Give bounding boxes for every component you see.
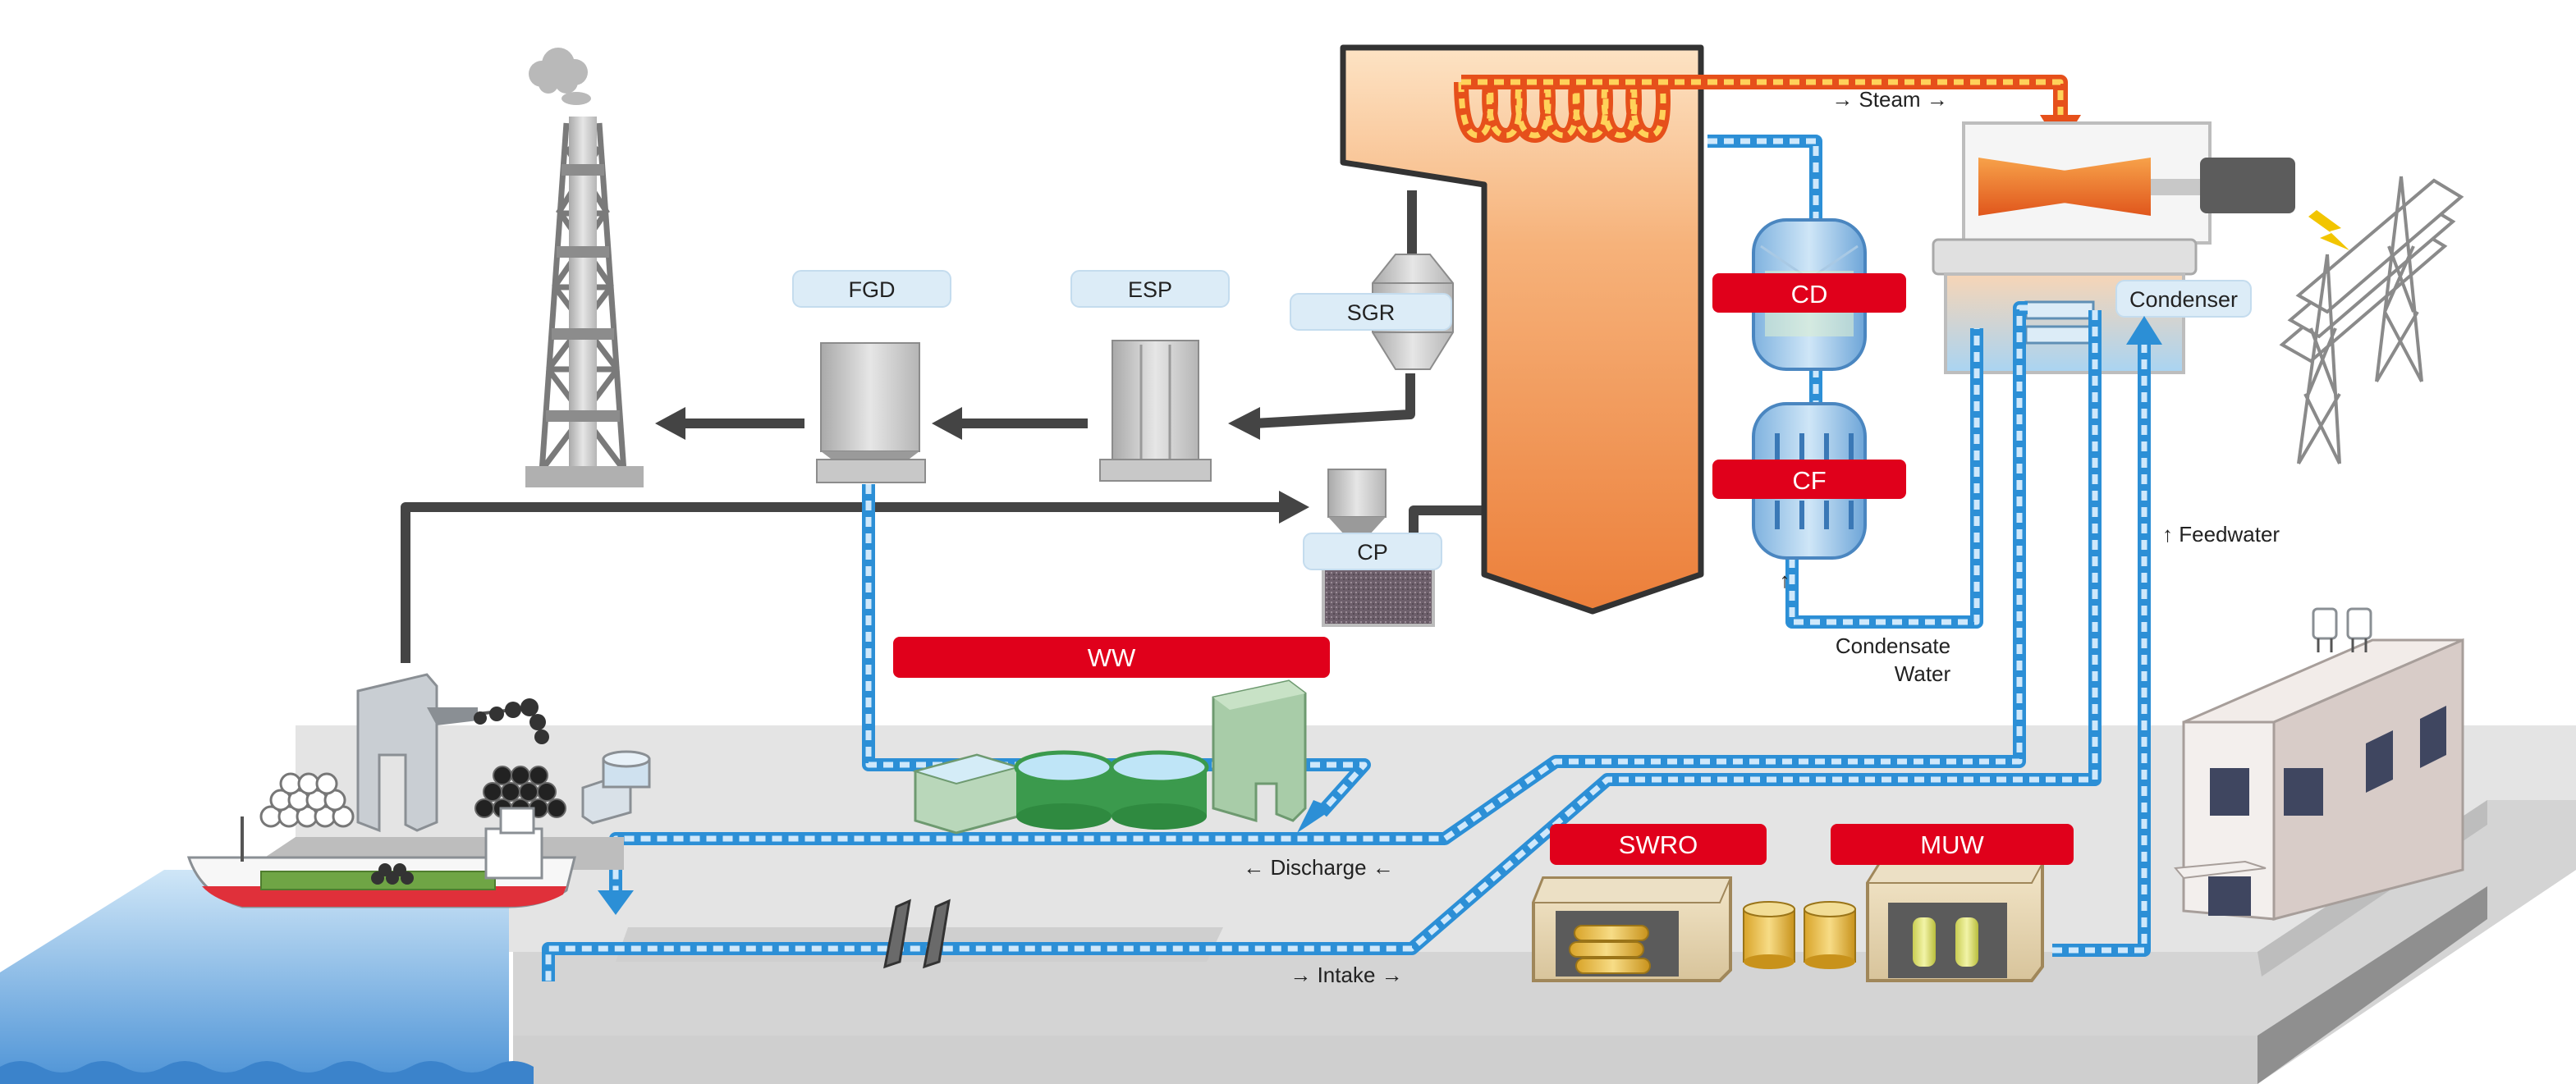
fgd-label: FGD: [792, 270, 951, 308]
intake-annotation: → Intake →: [1290, 963, 1402, 987]
svg-text:WW: WW: [1088, 643, 1136, 672]
svg-text:SWRO: SWRO: [1619, 830, 1698, 859]
esp-label: ESP: [1070, 270, 1230, 308]
cf-label: CF: [1712, 460, 1906, 499]
intake-screens: [883, 899, 951, 969]
cp-unit: [1322, 469, 1435, 627]
svg-text:MUW: MUW: [1920, 830, 1984, 859]
svg-text:ESP: ESP: [1128, 277, 1172, 302]
generator: [2200, 158, 2295, 213]
cargo-ship: [186, 807, 576, 908]
muw-unit: [1866, 862, 2044, 982]
cd-label: CD: [1712, 273, 1906, 313]
ww-label: WW: [893, 637, 1330, 678]
transmission-towers: [2279, 176, 2464, 465]
ground-platform: [296, 725, 2576, 1084]
feedwater-annotation: ↑ Feedwater: [2162, 522, 2280, 547]
small-tanks: [581, 750, 651, 825]
condensate-arrow: ↑: [1780, 568, 1790, 592]
condensate-water-line1: Condensate: [1836, 633, 1950, 658]
black-coal-pile-icon: [474, 766, 566, 818]
boiler: [1340, 44, 1704, 615]
condensate-water-line2: Water: [1895, 661, 1951, 686]
svg-text:CP: CP: [1357, 540, 1388, 565]
coal-belt-icon: [474, 698, 549, 744]
lightning-bolt-icon: [2308, 210, 2349, 250]
office-building: [2174, 607, 2464, 921]
chimney-stack: [525, 117, 644, 487]
fgd-unit: [816, 342, 926, 483]
svg-text:CF: CF: [1792, 466, 1826, 495]
steam-annotation: → Steam →: [1831, 87, 1948, 112]
condenser-label: Condenser: [2115, 280, 2252, 318]
discharge-annotation: ← Discharge ←: [1243, 855, 1394, 880]
ww-unit: [912, 679, 1307, 835]
muw-label: MUW: [1831, 824, 2074, 865]
sea: [0, 870, 509, 1084]
esp-unit: [1099, 340, 1212, 482]
sgr-label: SGR: [1290, 293, 1452, 331]
svg-text:Condenser: Condenser: [2129, 287, 2238, 312]
sea-waves: [0, 1061, 534, 1084]
smoke-cloud-icon: [529, 48, 591, 105]
swro-unit: [1532, 876, 1732, 982]
coal-pile-icon: [259, 772, 355, 828]
svg-text:FGD: FGD: [849, 277, 896, 302]
svg-text:CD: CD: [1791, 280, 1828, 309]
cp-label: CP: [1303, 533, 1442, 570]
swro-storage-tanks: [1743, 901, 1856, 969]
svg-text:SGR: SGR: [1347, 300, 1396, 325]
swro-label: SWRO: [1550, 824, 1767, 865]
